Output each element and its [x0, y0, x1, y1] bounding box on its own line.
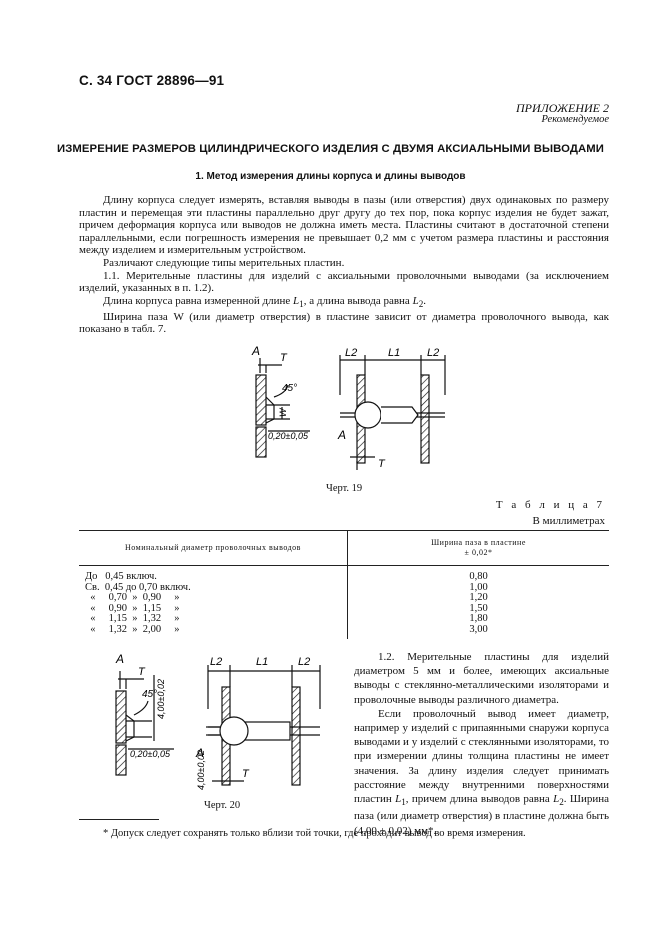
left-plate-detail — [115, 671, 174, 776]
fig20-label-tol: 0,20±0,05 — [130, 749, 171, 759]
table-cell-diameter: « 1,32 » 2,00 » — [79, 624, 348, 639]
paragraph-1-2-b: Если проволочный вывод имеет диаметр, на… — [354, 707, 609, 838]
fig20-label-dim: 4,00±0,02 — [156, 679, 166, 719]
fig20-label-T: T — [138, 666, 146, 678]
right-assembly-detail — [206, 665, 321, 786]
table-cell-width: 1,80 — [469, 613, 488, 624]
table-row: « 0,70 » 0,90 » 1,20 — [79, 592, 609, 604]
footnote-divider — [79, 819, 159, 820]
table-cell-diameter: « 0,70 » 0,90 » — [79, 592, 348, 604]
appendix-status: Рекомендуемое — [541, 114, 609, 125]
table-cell-width: 3,00 — [469, 623, 488, 635]
table-7: Номинальный диаметр проволочных выводов … — [79, 530, 609, 639]
p4-text-a: Длина корпуса равна измеренной длине — [103, 294, 294, 307]
fig20-label-A-right: A — [195, 746, 204, 760]
sub-1: 1 — [401, 797, 406, 808]
fig20-label-angle: 45° — [142, 689, 157, 700]
paragraph-2: Различают следующие типы мерительных пла… — [103, 256, 345, 269]
col-header-slot-line1: Ширина паза в пластине — [431, 538, 526, 547]
table-row: « 0,90 » 1,15 » 1,50 — [79, 602, 609, 614]
fig19-label-T: T — [280, 352, 288, 364]
section-heading: 1. Метод измерения длины корпуса и длины… — [195, 171, 466, 182]
table-row: До 0,45 включ. 0,80 — [79, 565, 609, 583]
table-cell-width: 1,00 — [469, 581, 488, 593]
p12-text-a: Если проволочный вывод имеет диаметр, на… — [354, 707, 609, 806]
sub-1: 1 — [299, 298, 304, 309]
symbol-L: L — [412, 294, 419, 307]
fig19-label-tol: 0,20±0,05 — [268, 431, 309, 441]
table-header-row: Номинальный диаметр проволочных выводов … — [79, 530, 609, 566]
p12-text-b: , причем длина выводов равна — [405, 793, 554, 806]
fig19-label-W: W — [278, 407, 288, 417]
footnote: * Допуск следует сохранять только вблизи… — [103, 828, 526, 839]
page-header: С. 34 ГОСТ 28896—91 — [79, 73, 225, 88]
symbol-L: L — [293, 294, 300, 307]
figure-20-caption: Черт. 20 — [204, 800, 241, 811]
table-cell-width: 0,80 — [469, 571, 488, 582]
fig19-label-L1: L1 — [388, 347, 400, 359]
fig20-label-L2-right: L2 — [298, 656, 310, 668]
table-row: « 1,32 » 2,00 » 3,00 — [79, 623, 609, 639]
fig20-label-L1: L1 — [256, 656, 268, 668]
document-title: ИЗМЕРЕНИЕ РАЗМЕРОВ ЦИЛИНДРИЧЕСКОГО ИЗДЕЛ… — [57, 143, 604, 155]
table-cell-width: 1,20 — [469, 592, 488, 603]
symbol-L: L — [395, 793, 402, 806]
paragraph-4: Длина корпуса равна измеренной длине L1,… — [79, 295, 609, 311]
appendix-label: ПРИЛОЖЕНИЕ 2 — [516, 101, 609, 115]
symbol-L: L — [553, 793, 560, 806]
p4-text-b: , а длина вывода равна — [303, 294, 413, 307]
fig20-label-L2-left: L2 — [210, 656, 222, 668]
figure-19-caption: Черт. 19 — [326, 483, 363, 494]
fig20-label-dim-bottom: 4,00±0,02 — [196, 750, 206, 790]
fig19-label-T-bottom: T — [378, 458, 386, 470]
figure-20: A T 45° 4,00±0,02 0,20±0,05 L2 L1 L2 A 4… — [115, 652, 321, 790]
table-cell-diameter: Св. 0,45 до 0,70 включ. — [79, 582, 348, 593]
paragraph-5: Ширина паза W (или диаметр отверстия) в … — [79, 310, 609, 336]
table-cell-width: 1,50 — [469, 602, 488, 614]
p4-dot: . — [423, 294, 427, 307]
p12-text-c: . Ширина паза (или диаметр отверстия) в … — [354, 793, 609, 837]
fig20-label-T-bottom: T — [242, 768, 250, 780]
table-cell-diameter: « 1,15 » 1,32 » — [79, 613, 348, 625]
col-header-slot-width: Ширина паза в пластине ± 0,02* — [347, 530, 609, 566]
fig19-label-L2-left: L2 — [345, 347, 357, 359]
sub-2: 2 — [418, 298, 424, 309]
appendix-block: ПРИЛОЖЕНИЕ 2 Рекомендуемое — [516, 102, 609, 126]
fig19-label-A: A — [251, 344, 260, 358]
sub-2: 2 — [559, 797, 564, 808]
paragraph-1-2: 1.2. Мерительные пластины для изделий ди… — [354, 651, 609, 706]
table-number: Т а б л и ц а 7 — [495, 499, 605, 511]
left-plate-detail — [255, 358, 310, 458]
paragraph-3: 1.1. Мерительные пластины для изделий с … — [79, 269, 609, 295]
fig19-label-L2-right: L2 — [427, 347, 439, 359]
section-1-2-text: 1.2. Мерительные пластины для изделий ди… — [354, 650, 609, 838]
fig19-label-A-right: A — [337, 428, 346, 442]
right-assembly-detail — [339, 355, 446, 470]
col-header-slot-line2: ± 0,02* — [464, 548, 493, 557]
table-cell-diameter: « 0,90 » 1,15 » — [79, 603, 348, 614]
table-cell-diameter: До 0,45 включ. — [79, 565, 348, 583]
table-row: Св. 0,45 до 0,70 включ. 1,00 — [79, 581, 609, 593]
body-text: Длину корпуса следует измерять, вставляя… — [79, 194, 609, 336]
figure-19: A T 45° W 0,20±0,05 L2 L1 L2 A T — [251, 344, 446, 470]
fig19-label-angle: 45° — [282, 383, 297, 394]
table-unit: В миллиметрах — [532, 515, 605, 527]
fig20-label-A: A — [115, 652, 124, 666]
paragraph-1: Длину корпуса следует измерять, вставляя… — [79, 194, 609, 257]
col-header-diameter: Номинальный диаметр проволочных выводов — [79, 530, 348, 566]
table-row: « 1,15 » 1,32 » 1,80 — [79, 613, 609, 625]
